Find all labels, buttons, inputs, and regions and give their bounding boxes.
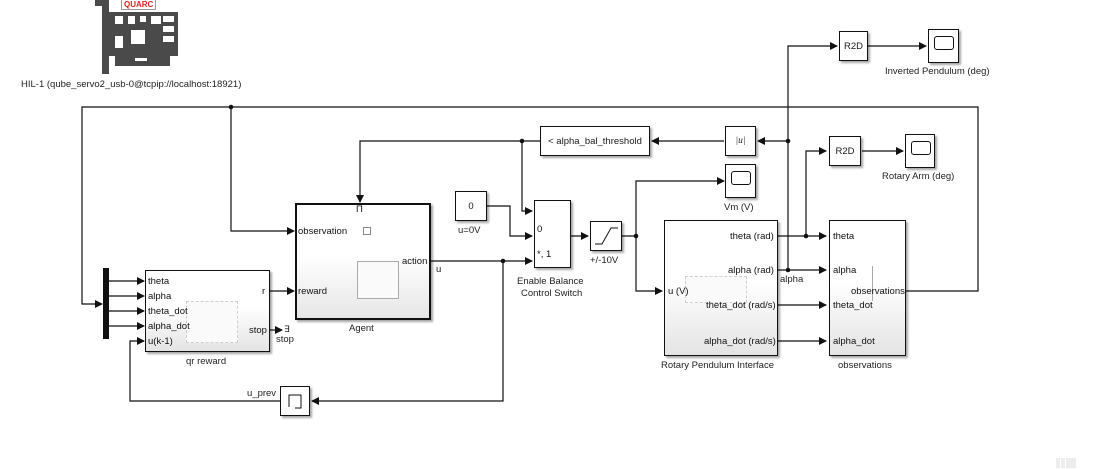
scope-icon [934,36,954,50]
rpi-port-theta: theta (rad) [730,231,774,242]
rpi-name: Rotary Pendulum Interface [661,360,775,371]
switch-name-2: Control Switch [521,288,583,299]
switch-block[interactable] [534,200,571,268]
hil-board-icon [95,0,178,74]
observations-block[interactable] [829,220,906,356]
agent-port-reward: reward [298,286,328,297]
saturation-block[interactable] [590,221,622,251]
signal-alpha: alpha [780,274,804,285]
agent-port-action: action [402,256,428,267]
obs-port-theta: theta [833,231,855,242]
agent-trigger-icon: П [356,204,363,215]
obs-port-alpha-dot: alpha_dot [833,336,875,347]
constant-value: 0 [468,200,474,212]
rotary-pendulum-interface-block[interactable] [664,220,778,356]
line-to-agent-observation [230,107,295,235]
obs-port-theta-dot: theta_dot [833,300,873,311]
qr-port-alpha-dot: alpha_dot [148,321,190,332]
scroll-indicator[interactable] [1056,458,1076,468]
qr-reward-name: qr reward [186,356,227,367]
signal-u-prev: u_prev [247,388,277,399]
r2d-top-label: R2D [843,40,863,52]
scope-icon [911,141,931,155]
switch-port-0: 0 [537,224,543,235]
agent-name: Agent [349,323,374,334]
line-observations-feedback [81,106,979,308]
pendulum-scope-block[interactable] [928,29,959,63]
qr-port-stop: stop [249,325,267,336]
qr-reward-block[interactable] [145,270,270,352]
rpi-port-alpha: alpha (rad) [728,265,774,276]
threshold-block[interactable]: < alpha_bal_threshold [540,126,650,156]
r2d-top-block[interactable]: R2D [839,31,868,61]
agent-block[interactable] [295,203,431,320]
mux-block [103,268,109,339]
unit-delay-block[interactable] [280,386,310,416]
arm-scope-block[interactable] [905,134,935,168]
qr-port-r: r [262,286,266,297]
constant-name: u=0V [458,225,481,236]
observations-name: observations [838,360,892,371]
rpi-port-alpha-dot: alpha_dot (rad/s) [704,336,776,347]
switch-name-1: Enable Balance [517,276,584,287]
pendulum-scope-name: Inverted Pendulum (deg) [885,66,990,77]
delay-icon [288,394,302,409]
saturation-icon [595,227,618,245]
constant-zero-block[interactable]: 0 [455,191,487,221]
quarc-brand: QUARC [121,0,157,10]
qr-port-theta: theta [148,276,170,287]
stop-name: stop [276,334,294,345]
vm-scope-name: Vm (V) [724,202,754,213]
rpi-port-u: u (V) [668,286,689,297]
obs-port-alpha: alpha [833,265,857,276]
scope-icon [731,171,751,185]
abs-label: |u| [735,136,746,146]
signal-u: u [436,264,442,275]
qr-port-alpha: alpha [148,291,172,302]
hil-block[interactable]: QUARC [95,0,180,75]
qr-port-u-prev: u(k-1) [148,336,173,347]
stop-block-icon[interactable]: ∃ [284,324,290,334]
saturation-name: +/-10V [590,255,619,266]
r2d-mid-label: R2D [835,145,855,157]
r2d-mid-block[interactable]: R2D [829,136,861,166]
hil-label: HIL-1 (qube_servo2_usb-0@tcpip://localho… [21,79,242,90]
line-u-prev [129,337,280,402]
abs-block[interactable]: |u| [725,126,756,156]
threshold-label: < alpha_bal_threshold [548,135,642,147]
arm-scope-name: Rotary Arm (deg) [882,171,955,182]
agent-port-observation: observation [298,226,348,237]
switch-port-star: *, 1 [537,249,552,260]
qr-port-theta-dot: theta_dot [148,306,188,317]
vm-scope-block[interactable] [725,164,756,198]
rpi-port-theta-dot: theta_dot (rad/s) [706,300,776,311]
obs-port-observations: observations [851,286,905,297]
